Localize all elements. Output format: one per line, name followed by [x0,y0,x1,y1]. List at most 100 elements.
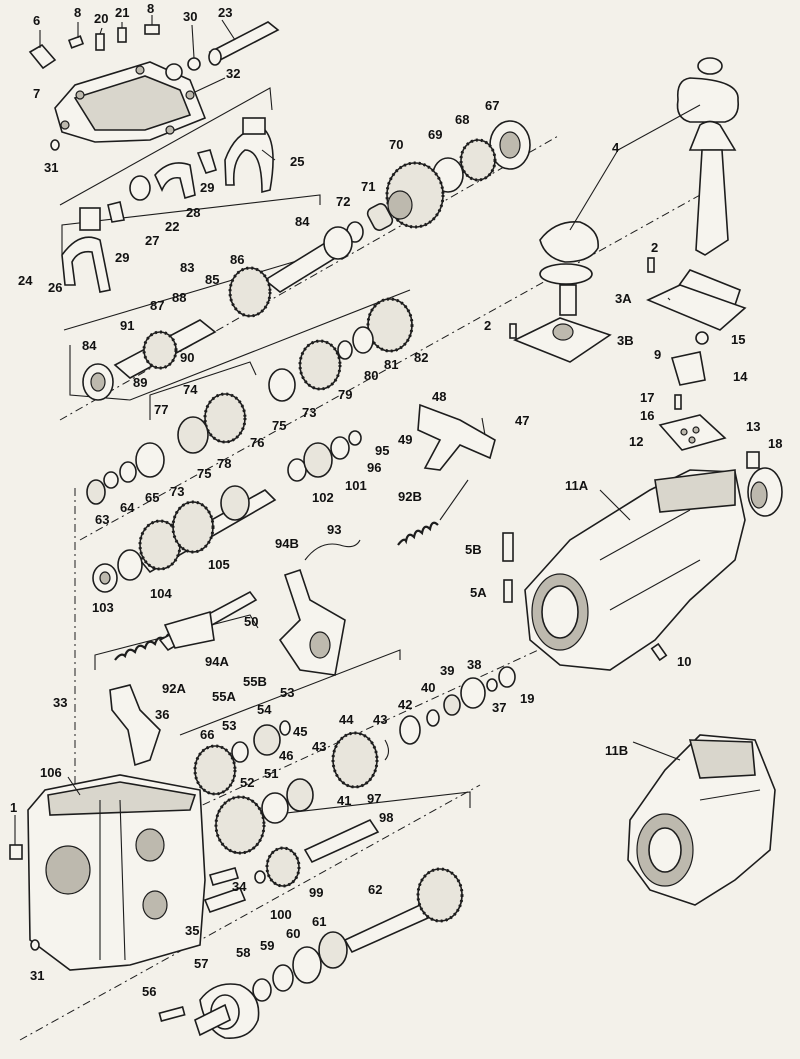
callout: 39 [440,663,454,678]
callout: 97 [367,791,381,806]
callout: 18 [768,436,782,451]
main-case-106 [9,774,247,971]
callout: 31 [30,968,44,983]
callout: 12 [629,434,643,449]
callout: 70 [389,137,403,152]
shift-levers [109,568,346,767]
callout: 94A [205,654,229,669]
callout: 27 [145,233,159,248]
callout: 33 [53,695,67,710]
callout: 31 [44,160,58,175]
callout: 53 [280,685,294,700]
callout: 2 [484,318,491,333]
callout: 37 [492,700,506,715]
callout: 73 [170,484,184,499]
callout: 71 [361,179,375,194]
callout: 75 [197,466,211,481]
callout: 52 [240,775,254,790]
callout: 77 [154,402,168,417]
callout: 88 [172,290,186,305]
callout: 35 [185,923,199,938]
callout: 73 [302,405,316,420]
mainshaft-gears [86,297,414,505]
callout: 55B [243,674,267,689]
callout: 44 [339,712,354,727]
callout: 80 [364,368,378,383]
callout: 30 [183,9,197,24]
lower-gear-train [193,666,516,888]
callout: 102 [312,490,334,505]
callout: 76 [250,435,264,450]
callout: 5B [465,542,482,557]
callout: 47 [515,413,529,428]
callout: 65 [145,490,159,505]
callout: 10 [677,654,691,669]
callout: 9 [654,347,661,362]
callout: 66 [200,727,214,742]
callout: 72 [336,194,350,209]
callout: 94B [275,536,299,551]
callout: 4 [612,140,620,155]
callout: 22 [165,219,179,234]
callout: 20 [94,11,108,26]
callout: 28 [186,205,200,220]
callout: 106 [40,765,62,780]
callout: 32 [226,66,240,81]
callout: 7 [33,86,40,101]
callout: 105 [208,557,230,572]
callout: 83 [180,260,194,275]
callout: 8 [74,5,81,20]
callout: 3A [615,291,632,306]
callout: 3B [617,333,634,348]
callout: 99 [309,885,323,900]
callout: 41 [337,793,351,808]
callout: 59 [260,938,274,953]
callout: 64 [120,500,135,515]
callout: 58 [236,945,250,960]
callout: 38 [467,657,481,672]
callout: 96 [367,460,381,475]
callout: 92A [162,681,186,696]
callout: 68 [455,112,469,127]
callout: 89 [133,375,147,390]
callout: 90 [180,350,194,365]
callout: 78 [217,456,231,471]
callout: 85 [205,272,219,287]
callout: 92B [398,489,422,504]
callout: 101 [345,478,367,493]
callout: 13 [746,419,760,434]
input-shaft [158,867,464,1039]
callout: 93 [327,522,341,537]
callout: 100 [270,907,292,922]
callout: 95 [375,443,389,458]
extension-housing-11a [502,469,746,671]
callout: 86 [230,252,244,267]
callout: 14 [733,369,748,384]
callout: 98 [379,810,393,825]
callout: 24 [18,273,33,288]
callout: 91 [120,318,134,333]
callout: 6 [33,13,40,28]
callout: 15 [731,332,745,347]
callout: 82 [414,350,428,365]
callout: 8 [147,1,154,16]
callout: 29 [115,250,129,265]
callout: 55A [212,689,236,704]
callout: 43 [312,739,326,754]
callout: 84 [295,214,310,229]
callout-labels: 6 8 20 21 8 30 23 7 32 31 25 29 28 22 27… [10,1,782,999]
callout: 40 [421,680,435,695]
leader-lines [14,15,701,845]
callout: 81 [384,357,398,372]
callout: 11A [565,478,589,493]
extension-housing-11b [627,734,776,906]
upper-gear-train [82,120,531,401]
callout: 79 [338,387,352,402]
callout: 69 [428,127,442,142]
callout: 62 [368,882,382,897]
callout: 26 [48,280,62,295]
callout: 67 [485,98,499,113]
callout: 11B [605,743,628,758]
callout: 17 [640,390,654,405]
